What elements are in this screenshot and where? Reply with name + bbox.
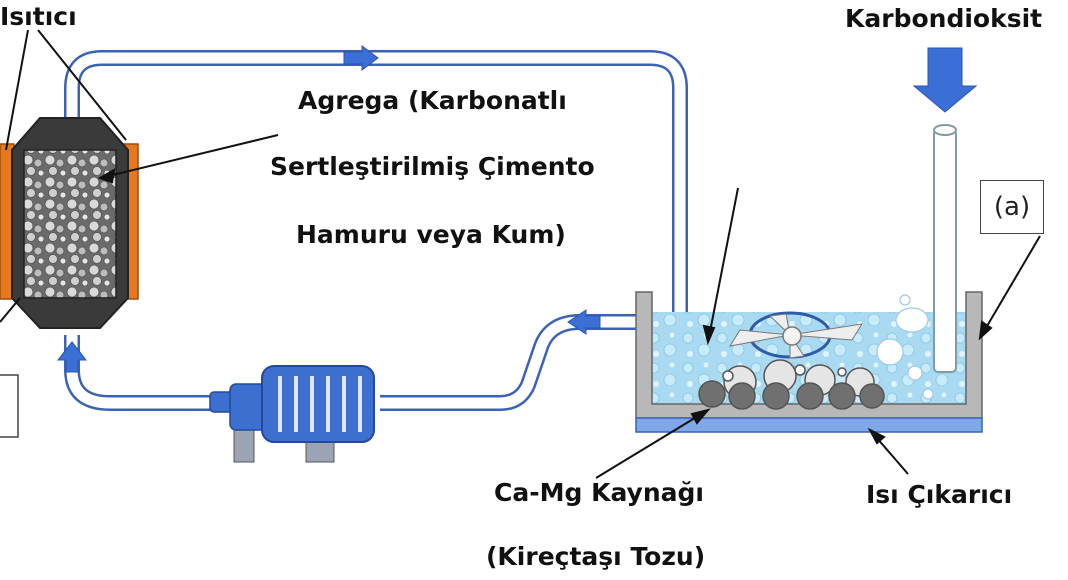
flow-arrows (56, 45, 601, 373)
aggregate-reactor (0, 117, 139, 329)
heater-label: Isıtıcı (0, 2, 77, 31)
cropped-label-box (0, 374, 19, 438)
flow-arrow-return (567, 309, 601, 335)
leader-lines (0, 29, 1041, 479)
co2-inlet-tube (933, 129, 957, 373)
camg-label-line2: (Kireçtaşı Tozu) (486, 542, 706, 571)
fan-icon (728, 311, 864, 359)
gas-bubbles (876, 294, 934, 400)
co2-label: Karbondioksit (845, 4, 1043, 33)
aggregate-label-line2: Sertleştirilmiş Çimento (270, 152, 595, 181)
co2-arrow-icon (912, 47, 978, 113)
aggregate-label-line3: Hamuru veya Kum) (296, 220, 566, 249)
tag-a-box: (a) (980, 180, 1044, 234)
pump-icon (209, 365, 375, 463)
heat-remover-label: Isı Çıkarıcı (866, 480, 1013, 509)
flow-arrow-up (56, 341, 88, 373)
aggregate-fill (23, 149, 117, 299)
limestone-particles (698, 359, 885, 410)
heat-remover-plate (635, 417, 983, 433)
flow-arrow-top (343, 45, 379, 71)
aggregate-label-line1: Agrega (Karbonatlı (298, 86, 567, 115)
camg-label-line1: Ca-Mg Kaynağı (494, 478, 704, 507)
